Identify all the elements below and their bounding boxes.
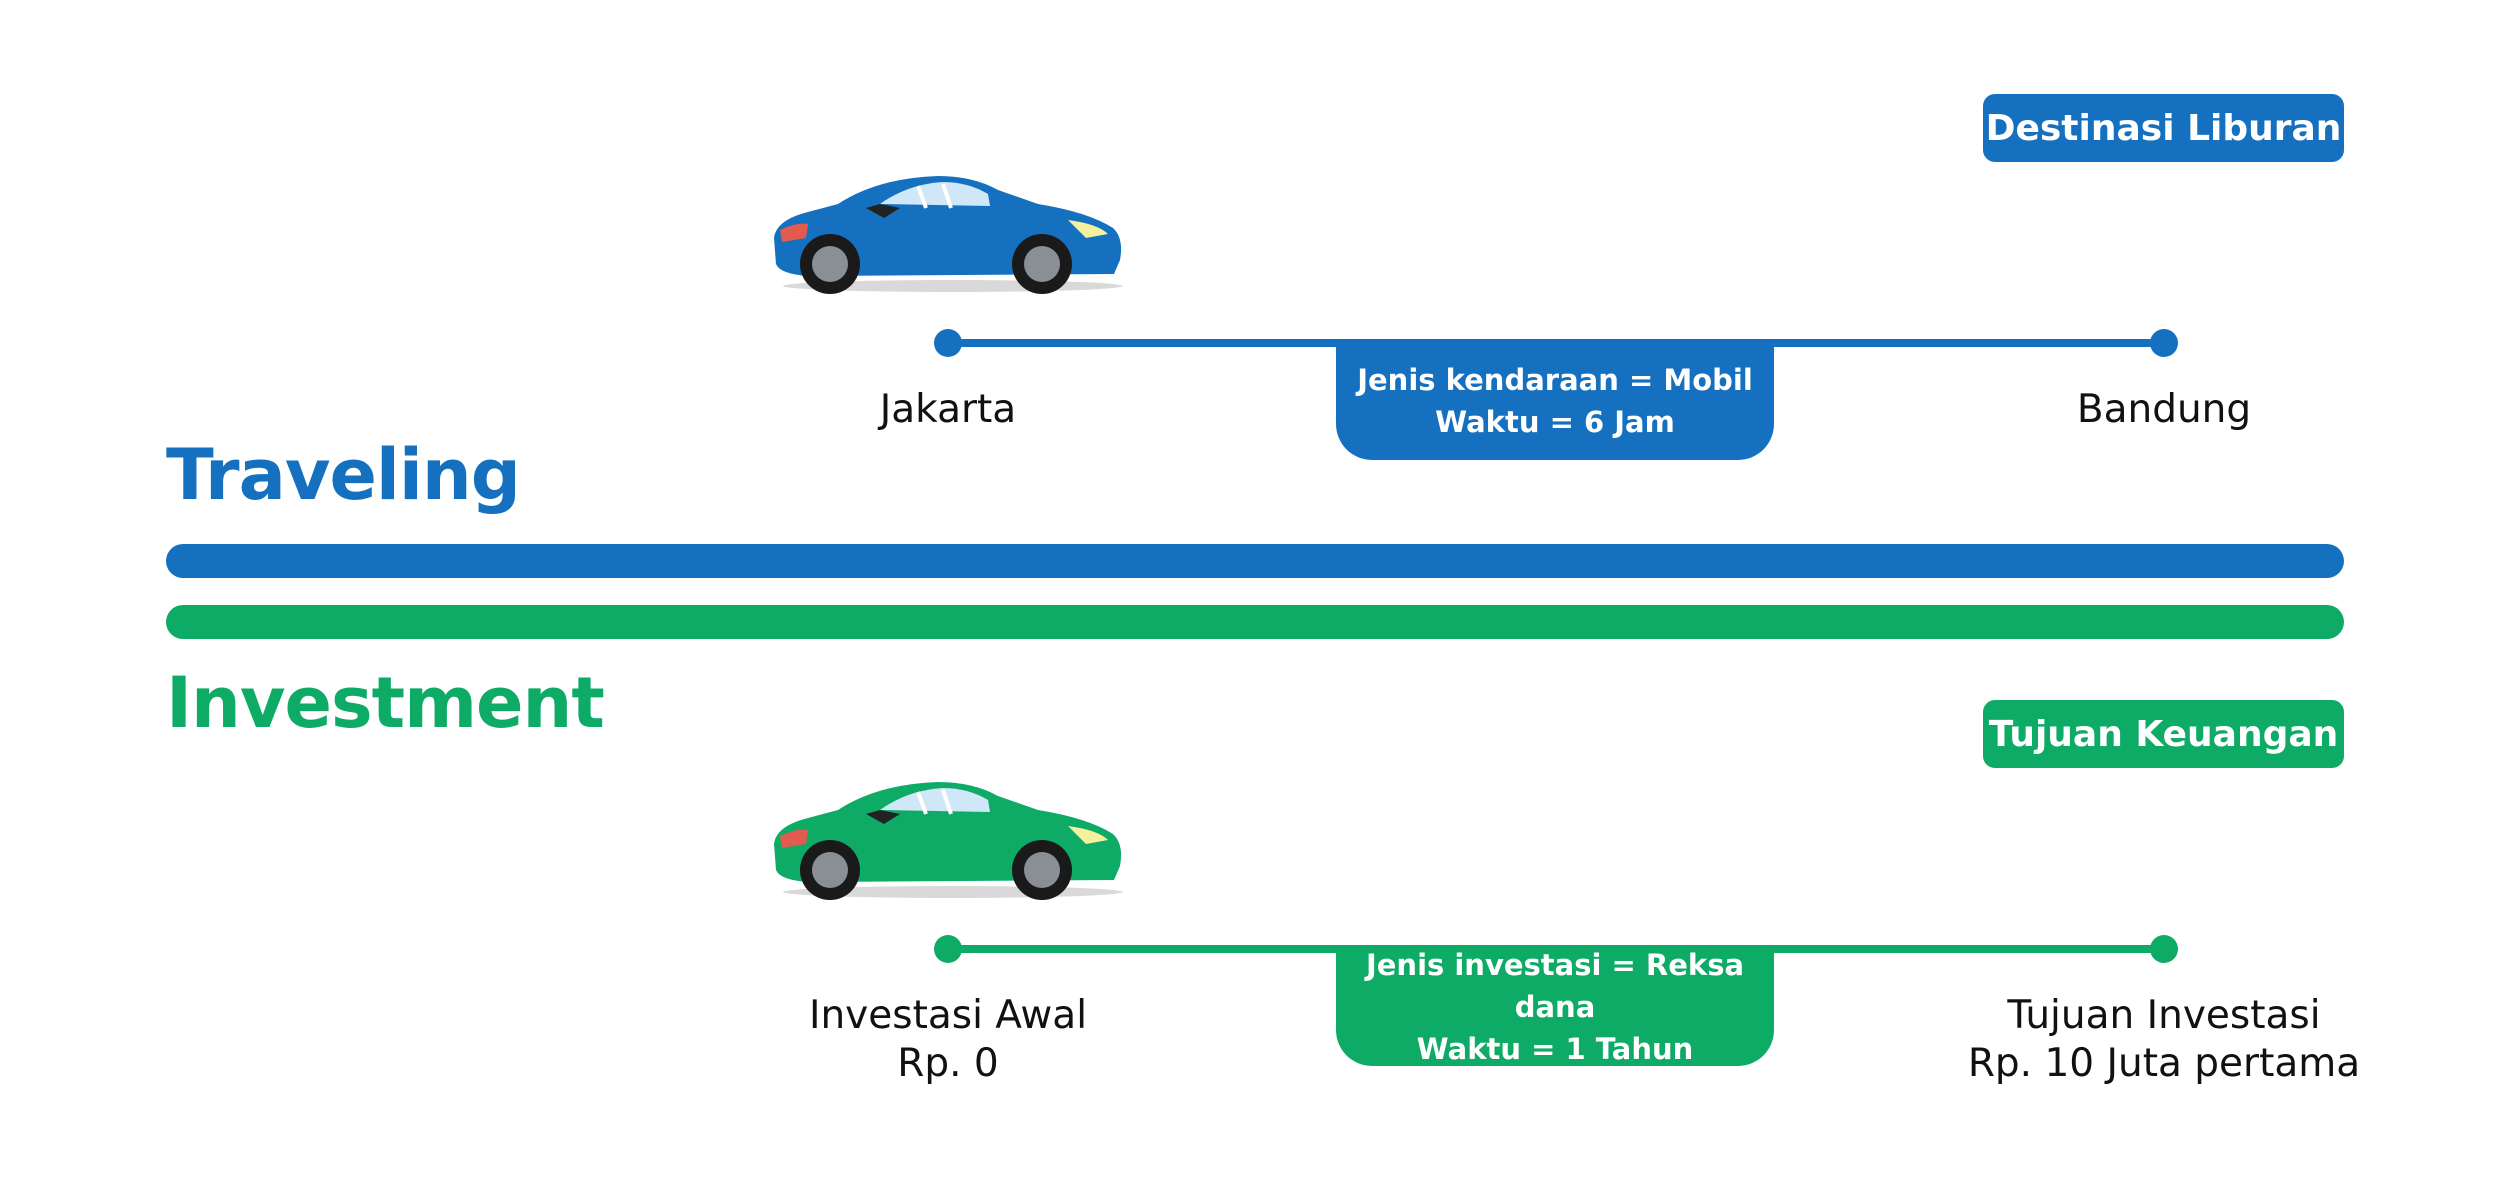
investment-info-box: Jenis investasi = Reksa dana Waktu = 1 T… [1336,948,1774,1066]
divider-traveling [166,544,2344,578]
financial-goal-badge: Tujuan Keuangan [1983,700,2344,768]
car-icon [774,782,1123,900]
investment-goal-title: Tujuan Investasi [2007,993,2321,1038]
car-icon [774,176,1123,294]
trip-info-box: Jenis kendaraan = Mobil Waktu = 6 Jam [1336,342,1774,460]
destination-label: Bandung [2077,386,2251,434]
vehicle-type-text: Jenis kendaraan = Mobil [1357,363,1753,397]
initial-investment-title: Investasi Awal [808,993,1088,1038]
investment-goal-label: Tujuan Investasi Rp. 10 Juta pertama [1968,992,2360,1088]
route-end-dot [2150,329,2178,357]
destination-badge: Destinasi Liburan [1983,94,2344,162]
investment-goal-amount: Rp. 10 Juta pertama [1967,1041,2361,1086]
initial-investment-label: Investasi Awal Rp. 0 [809,992,1087,1088]
origin-label: Jakarta [880,386,1016,434]
section-title-traveling: Traveling [166,434,521,516]
duration-text: Waktu = 1 Tahun [1416,1032,1694,1066]
duration-text: Waktu = 6 Jam [1435,405,1675,439]
destination-city: Bandung [2076,387,2252,432]
origin-city: Jakarta [879,387,1017,432]
route-start-dot [934,935,962,963]
initial-investment-amount: Rp. 0 [897,1041,999,1086]
route-start-dot [934,329,962,357]
section-title-investment: Investment [166,662,605,744]
route-end-dot [2150,935,2178,963]
investment-type-text: Jenis investasi = Reksa dana [1365,948,1745,1024]
divider-investment [166,605,2344,639]
